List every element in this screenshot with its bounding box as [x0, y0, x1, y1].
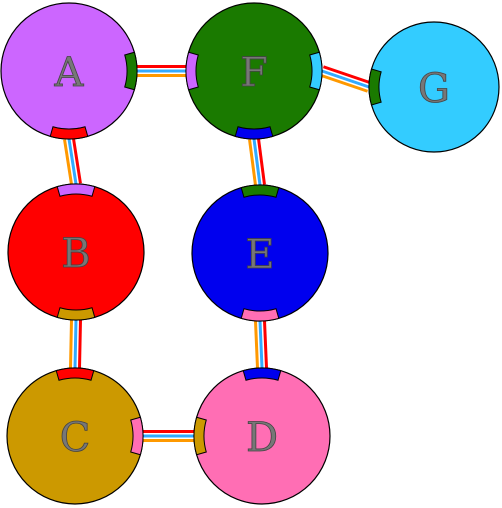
node-F[interactable]: F [185, 2, 323, 140]
node-C-label: C [60, 415, 91, 461]
edge-B-C[interactable] [69, 319, 82, 369]
node-B-port-bottom [56, 307, 96, 321]
edge-A-B-strand-2 [63, 139, 74, 185]
edge-F-G-strand-1 [321, 69, 370, 89]
edge-F-E-strand-0 [256, 138, 266, 185]
node-D-port-left [193, 416, 207, 456]
edge-A-B[interactable] [63, 138, 82, 185]
edge-B-C-strand-0 [77, 320, 82, 369]
edge-F-G-strand-0 [322, 65, 371, 85]
node-A-label: A [54, 50, 85, 96]
node-B[interactable]: B [7, 183, 145, 321]
edge-A-F[interactable] [137, 65, 186, 77]
node-D[interactable]: D [193, 367, 331, 505]
edge-B-C-strand-2 [69, 319, 74, 368]
node-E-port-bottom [240, 308, 280, 322]
node-F-port-left [185, 51, 199, 91]
node-G-label: G [418, 66, 450, 112]
edge-F-E-strand-1 [252, 138, 262, 186]
node-G-port-left [368, 68, 382, 106]
node-E-port-top [240, 184, 280, 198]
node-F-label: F [240, 50, 268, 96]
edge-F-G[interactable] [320, 65, 371, 93]
edge-E-D-strand-0 [262, 320, 268, 368]
node-C[interactable]: C [6, 367, 144, 505]
edge-F-E[interactable] [248, 138, 266, 186]
edge-E-D-strand-1 [258, 320, 264, 369]
node-F-port-right [309, 51, 323, 91]
node-A-port-bottom [49, 126, 89, 140]
node-B-port-top [56, 183, 96, 197]
edge-F-G-strand-2 [320, 73, 369, 93]
node-B-label: B [61, 231, 90, 277]
node-E[interactable]: E [191, 184, 329, 322]
node-F-port-bottom [234, 126, 274, 140]
node-A-port-right [124, 51, 138, 91]
edge-A-B-strand-1 [67, 138, 78, 185]
node-C-port-right [130, 416, 144, 456]
edge-B-C-strand-1 [73, 319, 78, 369]
node-G[interactable]: G [368, 21, 500, 153]
node-D-port-top [242, 367, 282, 381]
edges-layer [63, 65, 371, 442]
node-A[interactable]: A [0, 2, 138, 140]
edge-E-D-strand-2 [254, 321, 260, 369]
edge-E-D[interactable] [254, 320, 268, 369]
node-D-label: D [246, 415, 278, 461]
edge-A-B-strand-0 [71, 138, 82, 184]
node-E-label: E [245, 232, 274, 278]
node-C-port-top [55, 367, 95, 381]
edge-C-D[interactable] [143, 430, 194, 442]
edge-F-E-strand-2 [248, 139, 258, 186]
